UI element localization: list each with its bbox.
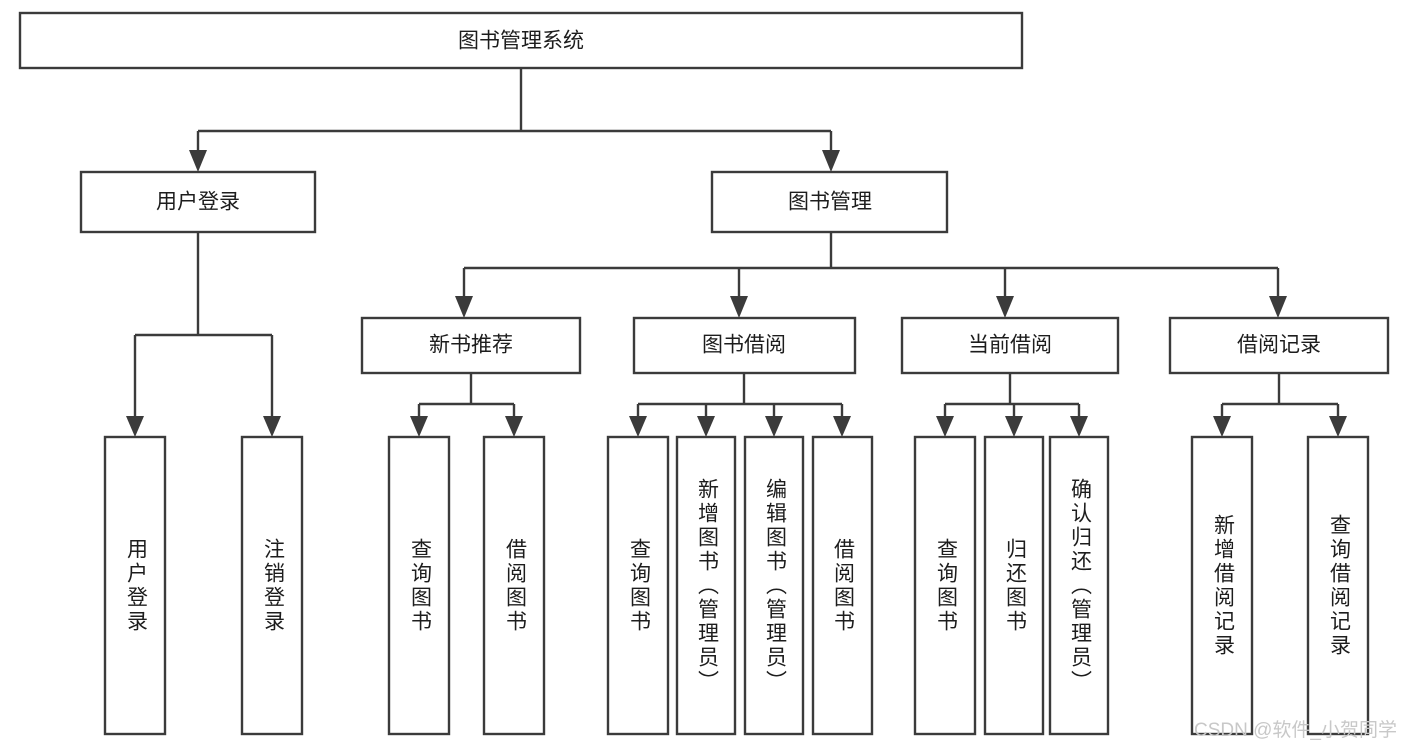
leaf-confirm-return-admin-box[interactable]: [1048, 435, 1110, 736]
leaf-logout-label: 注销登录: [262, 538, 286, 634]
leaf-query-borrow-record-box[interactable]: [1306, 435, 1370, 736]
arrow-head-bb-leaf1: [629, 416, 647, 437]
leaf-return-book[interactable]: 归还图书: [983, 435, 1045, 736]
leaf-query-borrow-record[interactable]: 查询借阅记录: [1306, 435, 1370, 736]
node-root[interactable]: 图书管理系统: [18, 11, 1024, 70]
leaf-confirm-return-admin[interactable]: 确认归还（管理员）: [1048, 435, 1110, 736]
watermark-label: CSDN @软件_小贺同学: [1194, 719, 1397, 741]
node-book-borrow-box[interactable]: [632, 316, 857, 375]
leaf-add-book-admin[interactable]: 新增图书（管理员）: [675, 435, 737, 736]
node-user-login-label: 用户登录: [156, 191, 240, 214]
arrow-head-cb-leaf3: [1070, 416, 1088, 437]
leaf-return-book-box[interactable]: [983, 435, 1045, 736]
leaf-edit-book-admin-box[interactable]: [743, 435, 805, 736]
arrow-head-nb-leaf1: [410, 416, 428, 437]
node-new-book-recommend[interactable]: 新书推荐: [360, 316, 582, 375]
node-root-box[interactable]: [18, 11, 1024, 70]
leaf-query-book-nb-box[interactable]: [387, 435, 451, 736]
leaf-borrow-book-bb-box[interactable]: [811, 435, 874, 736]
leaf-user-login-box[interactable]: [103, 435, 167, 736]
leaf-query-book-bb-label: 查询图书: [628, 538, 652, 634]
node-current-borrow[interactable]: 当前借阅: [900, 316, 1120, 375]
arrow-head-user-login: [189, 150, 207, 172]
node-borrow-record-box[interactable]: [1168, 316, 1390, 375]
arrow-head-book-mgmt: [822, 150, 840, 172]
leaf-user-login-label: 用户登录: [125, 538, 149, 634]
node-user-login-box[interactable]: [79, 170, 317, 234]
arrow-head-leaf-user-login: [126, 416, 144, 437]
leaf-query-book-cb[interactable]: 查询图书: [913, 435, 977, 736]
leaf-query-book-cb-label: 查询图书: [935, 538, 959, 634]
node-book-management-box[interactable]: [710, 170, 949, 234]
leaf-borrow-book-nb-label: 借阅图书: [504, 538, 528, 634]
leaf-query-borrow-record-label: 查询借阅记录: [1328, 514, 1352, 658]
node-borrow-record-label: 借阅记录: [1237, 334, 1321, 357]
arrow-head-book-borrow: [730, 296, 748, 318]
leaf-query-book-nb[interactable]: 查询图书: [387, 435, 451, 736]
arrow-head-br-leaf2: [1329, 416, 1347, 437]
leaf-borrow-book-nb-box[interactable]: [482, 435, 546, 736]
leaf-add-book-admin-label: 新增图书（管理员）: [696, 478, 720, 694]
leaf-return-book-label: 归还图书: [1004, 538, 1028, 634]
node-borrow-record[interactable]: 借阅记录: [1168, 316, 1390, 375]
node-book-borrow-label: 图书借阅: [702, 334, 786, 357]
leaf-add-borrow-record[interactable]: 新增借阅记录: [1190, 435, 1254, 736]
arrow-head-bb-leaf4: [833, 416, 851, 437]
node-user-login[interactable]: 用户登录: [79, 170, 317, 234]
arrow-head-borrow-record: [1269, 296, 1287, 318]
leaf-borrow-book-bb-label: 借阅图书: [832, 538, 856, 634]
leaf-add-book-admin-box[interactable]: [675, 435, 737, 736]
arrow-head-cb-leaf1: [936, 416, 954, 437]
arrow-head-bb-leaf2: [697, 416, 715, 437]
arrow-head-br-leaf1: [1213, 416, 1231, 437]
leaf-edit-book-admin[interactable]: 编辑图书（管理员）: [743, 435, 805, 736]
node-current-borrow-label: 当前借阅: [968, 334, 1052, 357]
leaf-confirm-return-admin-label: 确认归还（管理员）: [1069, 478, 1093, 694]
arrow-head-new-book: [455, 296, 473, 318]
node-current-borrow-box[interactable]: [900, 316, 1120, 375]
arrow-head-cb-leaf2: [1005, 416, 1023, 437]
arrow-head-current-borrow: [996, 296, 1014, 318]
leaf-logout-box[interactable]: [240, 435, 304, 736]
leaf-query-book-cb-box[interactable]: [913, 435, 977, 736]
leaf-add-borrow-record-box[interactable]: [1190, 435, 1254, 736]
leaf-user-login[interactable]: 用户登录: [103, 435, 167, 736]
leaf-edit-book-admin-label: 编辑图书（管理员）: [764, 478, 788, 694]
leaf-query-book-nb-label: 查询图书: [409, 538, 433, 634]
arrow-head-bb-leaf3: [765, 416, 783, 437]
connectors-layer: [126, 68, 1347, 437]
node-root-label: 图书管理系统: [458, 30, 584, 53]
leaf-query-book-bb-box[interactable]: [606, 435, 670, 736]
node-new-book-recommend-box[interactable]: [360, 316, 582, 375]
leaf-borrow-book-nb[interactable]: 借阅图书: [482, 435, 546, 736]
node-book-borrow[interactable]: 图书借阅: [632, 316, 857, 375]
node-book-management-label: 图书管理: [788, 191, 872, 214]
node-new-book-recommend-label: 新书推荐: [429, 334, 513, 357]
node-book-management[interactable]: 图书管理: [710, 170, 949, 234]
leaf-logout[interactable]: 注销登录: [240, 435, 304, 736]
arrow-head-leaf-logout: [263, 416, 281, 437]
leaf-add-borrow-record-label: 新增借阅记录: [1212, 514, 1236, 658]
arrow-head-nb-leaf2: [505, 416, 523, 437]
leaf-query-book-bb[interactable]: 查询图书: [606, 435, 670, 736]
leaf-borrow-book-bb[interactable]: 借阅图书: [811, 435, 874, 736]
